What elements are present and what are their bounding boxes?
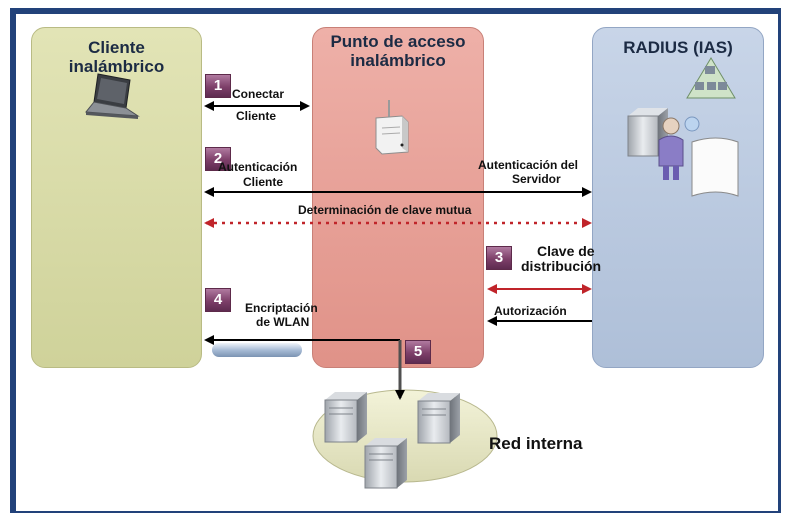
label-encriptacion-2: de WLAN [256, 315, 310, 329]
globe-icon [684, 116, 700, 132]
step-badge-3: 3 [486, 246, 512, 270]
label-clave-1: Clave de [537, 243, 595, 259]
user-icon [658, 117, 684, 180]
label-determinacion: Determinación de clave mutua [298, 203, 472, 217]
access-point-column-title: Punto de acceso inalámbrico [330, 32, 466, 70]
step-badge-4: 4 [205, 288, 231, 312]
network-triangle-icon [686, 57, 736, 99]
radius-column: RADIUS (IAS) [592, 27, 764, 368]
label-red-interna: Red interna [489, 434, 583, 453]
label-autenticacion-servidor-2: Servidor [512, 172, 561, 186]
label-cliente: Cliente [236, 109, 277, 123]
label-encriptacion-1: Encriptación [245, 301, 318, 315]
label-autenticacion-cliente-2: Cliente [243, 175, 284, 189]
encryption-tunnel [212, 343, 302, 357]
label-autenticacion-servidor-1: Autenticación del [478, 158, 579, 172]
label-autorizacion: Autorización [494, 304, 567, 318]
step-badge-1: 1 [205, 74, 231, 98]
server-icon [417, 393, 460, 444]
step-badge-5: 5 [405, 340, 431, 364]
laptop-icon [85, 73, 140, 119]
access-point-column: Punto de acceso inalámbrico [312, 27, 484, 368]
label-conectar: Conectar [232, 87, 285, 101]
access-point-icon [375, 100, 409, 155]
radius-column-title: RADIUS (IAS) [623, 38, 733, 57]
step-badge-2: 2 [205, 147, 231, 171]
label-clave-2: distribución [521, 258, 602, 274]
client-column-title: Cliente inalámbrico [68, 38, 165, 76]
label-autenticacion-cliente-1: Autenticación [218, 160, 298, 174]
server-icon [364, 438, 407, 489]
document-icon [691, 137, 739, 197]
server-icon [324, 392, 367, 443]
